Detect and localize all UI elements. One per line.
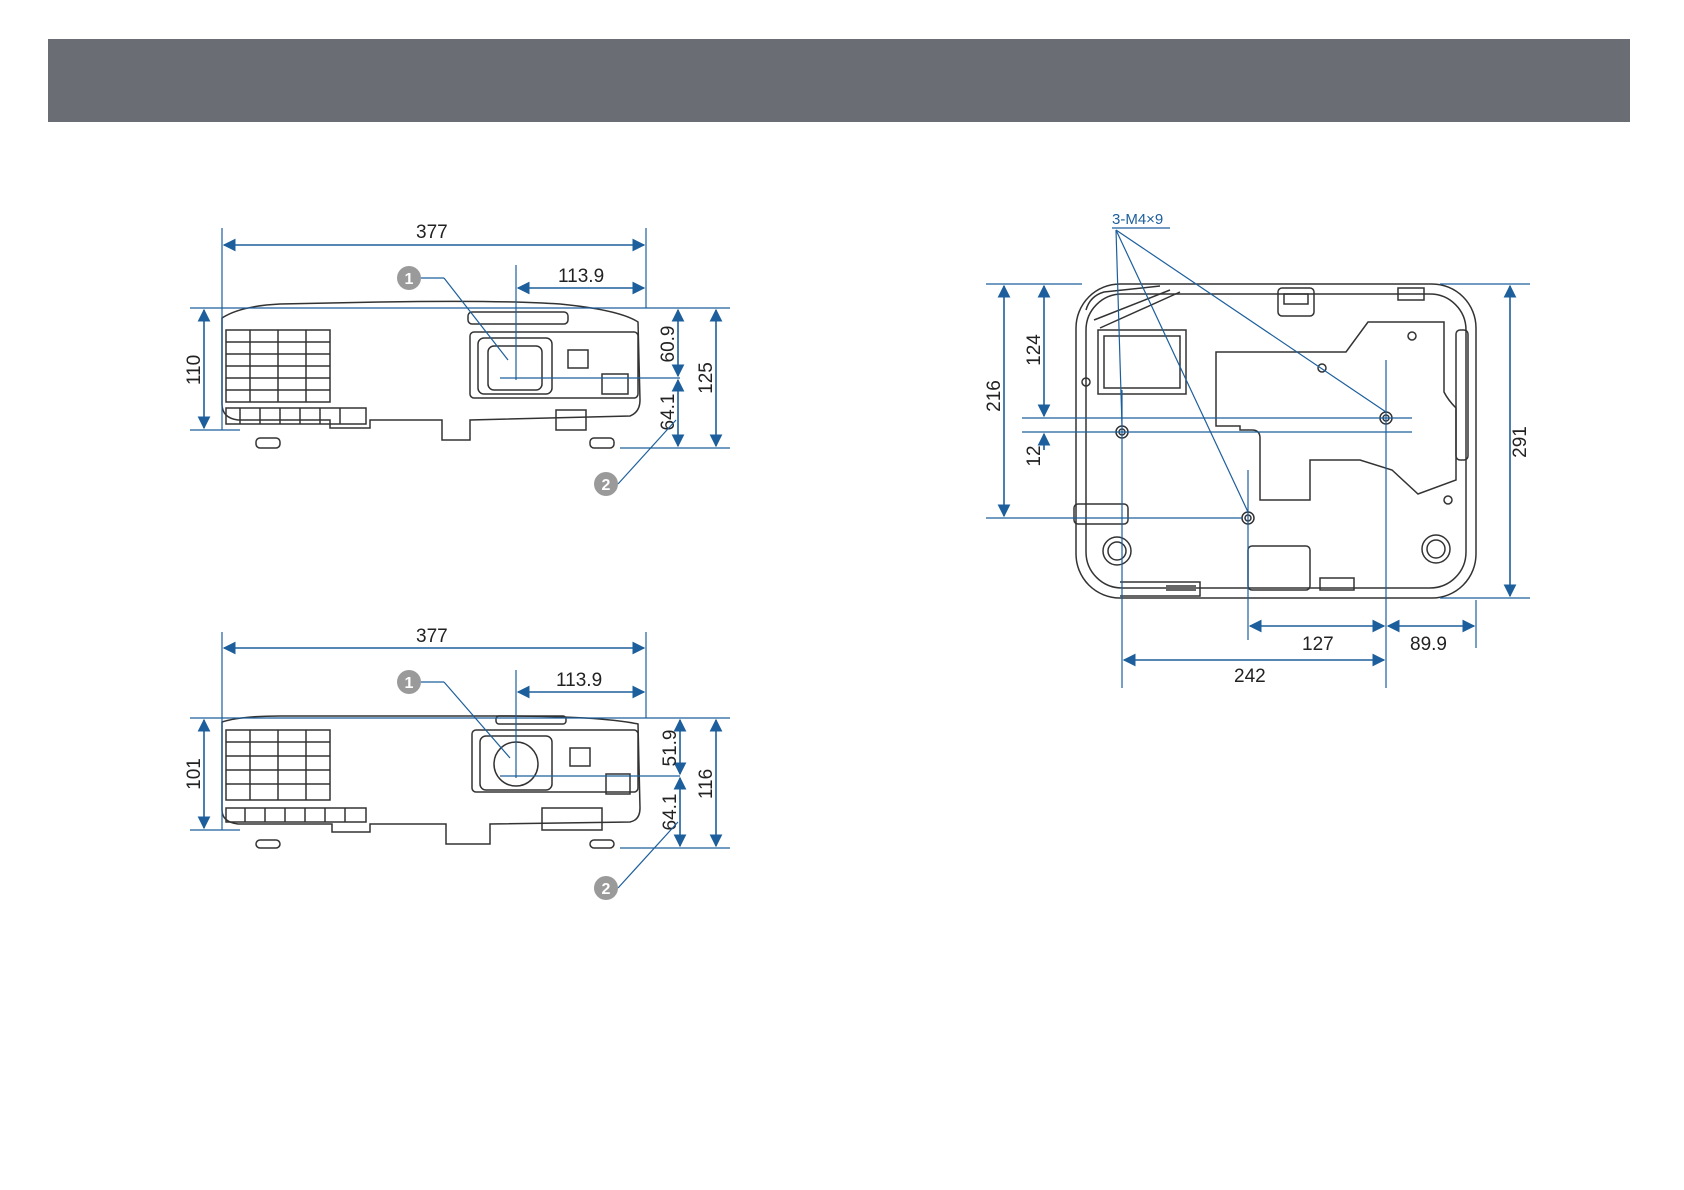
extension-lines-1 xyxy=(190,228,730,448)
projector-bottom-body xyxy=(1074,284,1476,598)
callout-1-number: 1 xyxy=(405,271,414,288)
dim-width-2: 377 xyxy=(416,626,448,647)
dim-depth-291: 291 xyxy=(1510,426,1531,458)
dim-width-89-9: 89.9 xyxy=(1410,634,1447,655)
dim-depth-12: 12 xyxy=(1024,445,1045,466)
callout-1b-number: 1 xyxy=(405,675,414,692)
projector-front-1-body xyxy=(222,301,640,448)
callout-2-leader xyxy=(618,420,676,484)
screw-leaders xyxy=(1112,228,1386,512)
dim-height-body-2: 101 xyxy=(184,758,205,790)
dim-lens-top-1: 60.9 xyxy=(658,326,679,363)
callout-2b-number: 2 xyxy=(602,881,611,898)
dim-height-total-2: 116 xyxy=(696,769,717,799)
dim-lens-top-2: 51.9 xyxy=(660,730,681,767)
callout-1b-leader-diag xyxy=(444,682,510,758)
extension-lines-2 xyxy=(190,632,730,848)
front-view-2: 377 113.9 101 116 51.9 64.1 1 2 xyxy=(184,626,730,900)
dim-lens-offset-1: 113.9 xyxy=(558,266,604,287)
projector-front-2-body xyxy=(222,716,640,848)
extension-lines-bottom xyxy=(986,284,1530,648)
dim-height-total-1: 125 xyxy=(696,362,717,394)
dim-width-127: 127 xyxy=(1302,634,1334,655)
dim-lens-bottom-1: 64.1 xyxy=(658,394,679,431)
dim-height-body-1: 110 xyxy=(184,355,205,385)
bottom-view: 3-M4×9 216 124 12 291 127 89.9 242 xyxy=(984,211,1531,688)
dim-width-1: 377 xyxy=(416,222,448,243)
callout-2b-leader xyxy=(618,822,678,888)
dim-lens-bottom-2: 64.1 xyxy=(660,794,681,831)
dim-depth-216: 216 xyxy=(984,380,1005,412)
dim-width-242: 242 xyxy=(1234,666,1266,687)
screw-label: 3-M4×9 xyxy=(1112,211,1163,228)
dim-depth-124: 124 xyxy=(1024,334,1045,366)
callout-2-number: 2 xyxy=(602,477,611,494)
front-view-1: 377 113.9 110 125 60.9 64.1 1 2 xyxy=(184,222,730,496)
dim-lens-offset-2: 113.9 xyxy=(556,670,602,691)
dimension-arrows-bottom xyxy=(1004,286,1510,660)
callout-1-leader-diag xyxy=(444,278,508,360)
